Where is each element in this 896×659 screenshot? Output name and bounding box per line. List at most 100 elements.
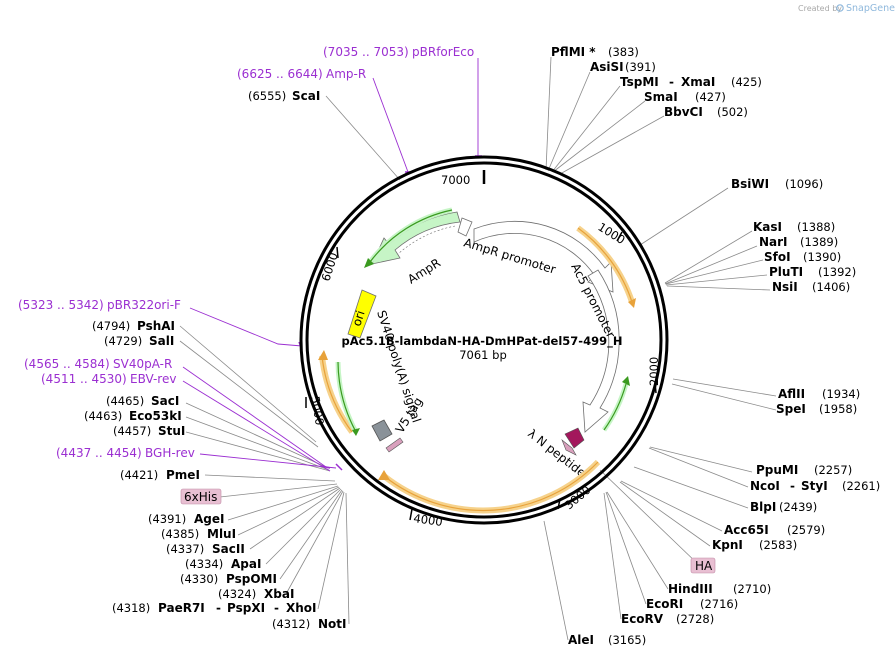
site-name: SacII bbox=[212, 542, 245, 556]
primer-name: BGH-rev bbox=[145, 446, 195, 460]
site-name: AleI bbox=[568, 633, 594, 647]
plasmid-backbone bbox=[299, 155, 669, 525]
site-pos: (4465) bbox=[106, 394, 144, 408]
ampr-label: AmpR bbox=[405, 256, 443, 287]
site-pos: (2716) bbox=[700, 597, 738, 611]
ori-feature[interactable] bbox=[347, 289, 377, 339]
primer-range: (4565 .. 4584) bbox=[24, 357, 110, 371]
site-pos: (383) bbox=[608, 45, 639, 59]
site-pos: (4794) bbox=[92, 319, 130, 333]
site-name: XbaI bbox=[264, 587, 294, 601]
primer-name: EBV-rev bbox=[130, 372, 176, 386]
snapgene-brand: SnapGene bbox=[846, 3, 895, 14]
site-pos: (425) bbox=[731, 75, 762, 89]
site-sep: - bbox=[669, 75, 674, 89]
primer-range: (5323 .. 5342) bbox=[18, 298, 104, 312]
created-by-text: Created by bbox=[798, 4, 842, 13]
ha-tag-label: HA bbox=[690, 557, 716, 574]
site-sep: - bbox=[216, 601, 221, 615]
site-sep: - bbox=[790, 479, 795, 493]
site-pos: (4330) bbox=[180, 572, 218, 586]
site-name: KasI bbox=[753, 220, 782, 234]
tick-label-4000: 4000 bbox=[413, 511, 444, 529]
site-pos: (6555) bbox=[248, 89, 286, 103]
site-pos: (2728) bbox=[676, 612, 714, 626]
site-pos: (502) bbox=[717, 105, 748, 119]
site-pos: (4391) bbox=[148, 512, 186, 526]
site-name: SmaI bbox=[644, 90, 678, 104]
site-name: BbvCI bbox=[664, 105, 703, 119]
svg-text:HA: HA bbox=[695, 559, 713, 573]
ampr-promoter-label: AmpR promoter bbox=[462, 235, 557, 276]
site-pos: (1958) bbox=[819, 402, 857, 416]
site-pos: (4337) bbox=[166, 542, 204, 556]
sv40-polya-feature[interactable] bbox=[371, 419, 393, 442]
site-sep: - bbox=[274, 601, 279, 615]
site-pos: (427) bbox=[695, 90, 726, 104]
site-name: ScaI bbox=[292, 89, 320, 103]
site-leader-lines bbox=[179, 56, 777, 641]
v5-tag-feature[interactable] bbox=[385, 437, 404, 453]
svg-text:6xHis: 6xHis bbox=[184, 490, 217, 504]
site-name: EcoRI bbox=[646, 597, 683, 611]
site-name: AsiSI bbox=[590, 60, 624, 74]
tick-label-5000: 5000 bbox=[308, 395, 327, 426]
site-name: HindIII bbox=[668, 582, 713, 596]
site-pos: (1934) bbox=[822, 387, 860, 401]
primer-range: (6625 .. 6644) bbox=[237, 67, 323, 81]
site-pos: (1390) bbox=[803, 250, 841, 264]
his-tag-label: 6xHis bbox=[180, 488, 222, 505]
primer-name: Amp-R bbox=[326, 67, 366, 81]
site-name: StyI bbox=[801, 479, 828, 493]
site-name: PspXI bbox=[227, 601, 265, 615]
primer-range: (7035 .. 7053) bbox=[323, 45, 409, 59]
site-pos: (4312) bbox=[272, 617, 310, 631]
left-site-labels: (6555) ScaI (4794) PshAI (4729) SalI (44… bbox=[84, 89, 347, 631]
site-pos: (2710) bbox=[733, 582, 771, 596]
site-pos: (2583) bbox=[759, 538, 797, 552]
site-name: PspOMI bbox=[226, 572, 277, 586]
site-pos: (4729) bbox=[104, 334, 142, 348]
site-name: PshAI bbox=[137, 319, 175, 333]
right-site-labels: PflMI * (383) AsiSI (391) TspMI - XmaI (… bbox=[551, 45, 880, 647]
primer-name: pBRforEco bbox=[412, 45, 474, 59]
site-name: SpeI bbox=[776, 402, 806, 416]
site-name: PmeI bbox=[166, 468, 200, 482]
site-pos: (2257) bbox=[814, 463, 852, 477]
primer-name: pBR322ori-F bbox=[107, 298, 181, 312]
site-pos: (391) bbox=[625, 60, 656, 74]
site-name: KpnI bbox=[712, 538, 743, 552]
tick-label-7000: 7000 bbox=[441, 173, 470, 187]
site-pos: (4385) bbox=[161, 527, 199, 541]
primer-name: SV40pA-R bbox=[113, 357, 172, 371]
ac5-promoter-feature[interactable] bbox=[582, 269, 620, 433]
site-name: StuI bbox=[158, 424, 185, 438]
site-name: MluI bbox=[207, 527, 236, 541]
site-name: TspMI bbox=[620, 75, 659, 89]
ampr-feature[interactable] bbox=[371, 211, 473, 265]
site-pos: (1388) bbox=[797, 220, 835, 234]
primer-range: (4437 .. 4454) bbox=[56, 446, 142, 460]
tick-marks bbox=[305, 170, 657, 521]
site-pos: (3165) bbox=[608, 633, 646, 647]
lambda-n-feature[interactable] bbox=[561, 427, 585, 456]
site-name: NarI bbox=[759, 235, 788, 249]
plasmid-size: 7061 bp bbox=[459, 348, 507, 362]
site-pos: (2439) bbox=[779, 500, 817, 514]
site-name: BlpI bbox=[750, 500, 776, 514]
site-pos: (4334) bbox=[185, 557, 223, 571]
primer-range: (4511 .. 4530) bbox=[41, 372, 127, 386]
site-pos: (4324) bbox=[218, 587, 256, 601]
site-pos: (4421) bbox=[120, 468, 158, 482]
site-name: PaeR7I bbox=[158, 601, 205, 615]
site-name: NotI bbox=[318, 617, 347, 631]
site-name: AgeI bbox=[194, 512, 224, 526]
primer-leader-lines bbox=[182, 58, 482, 472]
site-name: PflMI * bbox=[551, 45, 596, 59]
site-name: PpuMI bbox=[756, 463, 798, 477]
site-name: EcoRV bbox=[621, 612, 664, 626]
site-pos: (4457) bbox=[113, 424, 151, 438]
ori-label: ori bbox=[350, 309, 368, 328]
snapgene-logo-icon bbox=[836, 4, 844, 12]
